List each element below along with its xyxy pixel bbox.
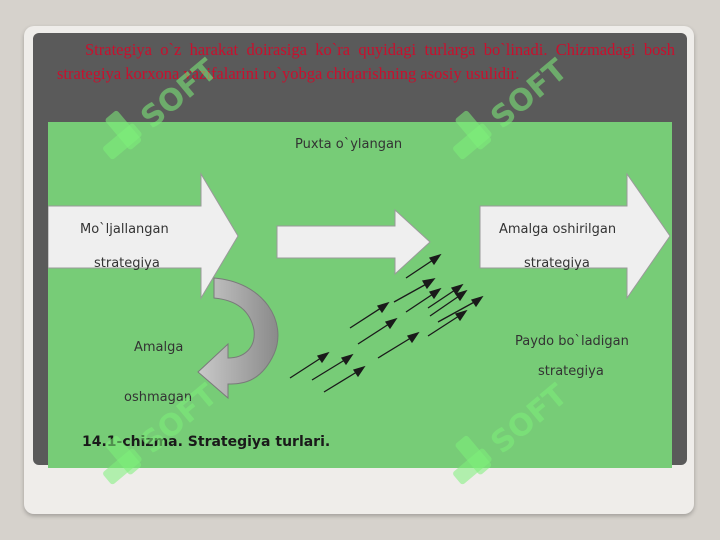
emergent-strategy-label-2: strategiya [538,364,604,379]
emergent-arrow-icon [429,289,468,317]
emergent-arrow-icon [349,301,390,329]
unrealized-curve-arrow [197,277,279,400]
emergent-arrow-icon [405,253,442,279]
emergent-arrow-icon [405,287,442,313]
emergent-arrow-icon [427,309,468,337]
diagram-background [48,122,672,468]
unrealized-label-2: oshmagan [124,390,192,405]
emergent-arrow-icon [323,365,366,393]
intended-strategy-label-1: Mo`ljallangan [80,222,169,237]
slide-paragraph: Strategiya o`z harakat doirasiga ko`ra q… [57,40,675,83]
emergent-arrow-icon [377,331,420,359]
diagram-caption: 14.1-chizma. Strategiya turlari. [82,434,330,450]
emergent-arrow-icon [289,351,330,379]
emergent-arrow-icon [393,278,436,303]
deliberate-strategy-arrow [276,208,431,276]
emergent-arrow-icon [437,295,484,323]
emergent-arrows [289,253,484,393]
realized-strategy-label-1: Amalga oshirilgan [499,222,616,237]
unrealized-label-1: Amalga [134,340,183,355]
intended-strategy-arrow [48,172,239,300]
emergent-arrow-icon [311,353,354,381]
diagram-canvas: Mo`ljallangan strategiya Puxta o`ylangan… [48,122,672,468]
emergent-arrow-icon [357,317,398,345]
emergent-arrow-icon [427,283,464,309]
deliberate-label: Puxta o`ylangan [295,137,402,152]
realized-strategy-arrow [479,172,671,300]
emergent-strategy-label-1: Paydo bo`ladigan [515,334,629,349]
realized-strategy-label-2: strategiya [524,256,590,271]
strategy-types-diagram: Mo`ljallangan strategiya Puxta o`ylangan… [48,122,672,468]
intended-strategy-label-2: strategiya [94,256,160,271]
